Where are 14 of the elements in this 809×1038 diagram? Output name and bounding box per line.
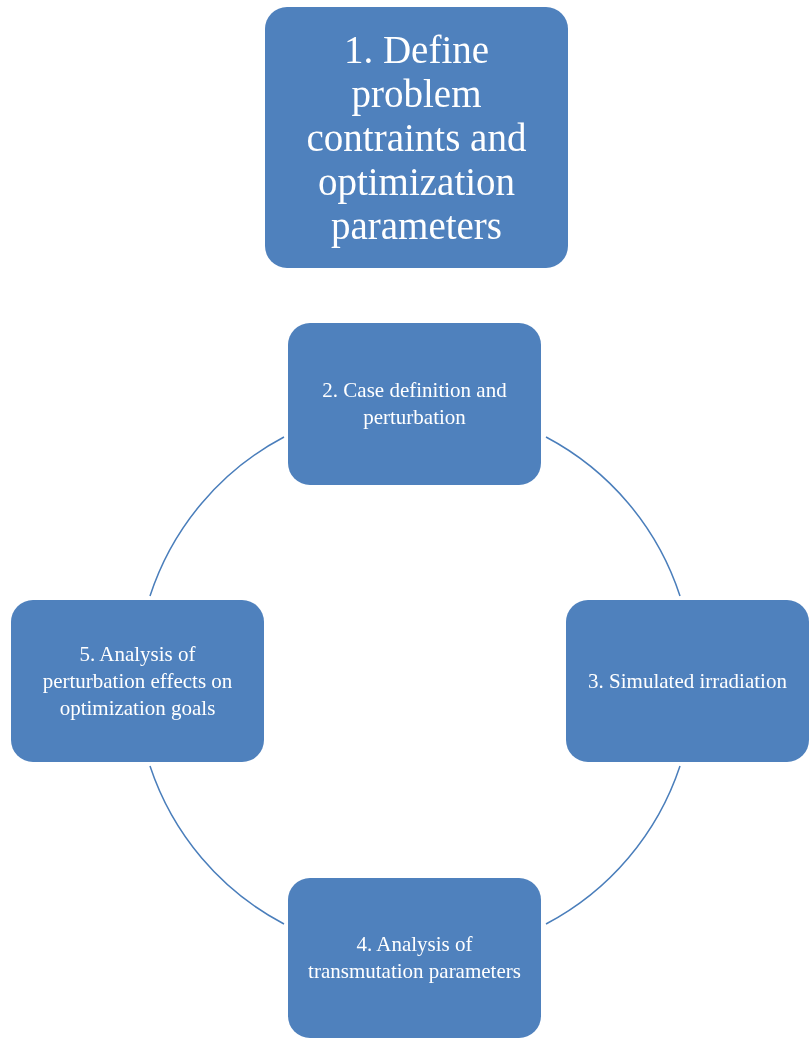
process-box [265,7,568,268]
step-text: 2. Case definition and perturbation [321,377,508,431]
step-text: 5. Analysis of perturbation effects on optimization goals [41,640,234,722]
process-box [288,878,541,1038]
step-text: 1. Define problem contraints and optimization parameters [305,27,528,248]
connector-arc [149,765,285,925]
step-text: 4. Analysis of transmutation parameters [307,931,522,985]
connector-arc [545,765,681,925]
process-box [566,600,809,762]
connector-arc [545,436,681,597]
process-box [11,600,264,762]
step-text: 3. Simulated irradiation [588,667,787,695]
process-box [288,323,541,485]
connector-arc [149,436,285,597]
